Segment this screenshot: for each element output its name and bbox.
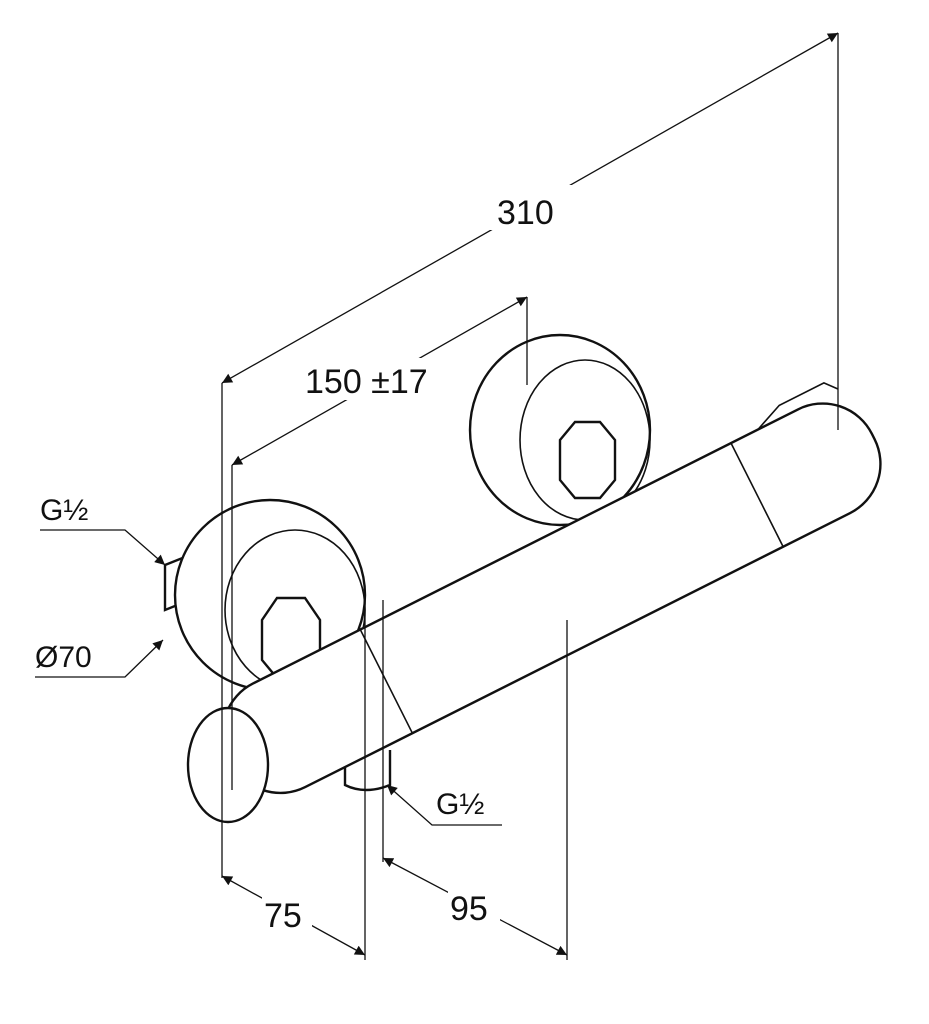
diameter-leader xyxy=(35,639,164,678)
temperature-stop-button xyxy=(757,382,839,431)
right-nut xyxy=(558,420,617,500)
thread-top-leader xyxy=(40,529,166,566)
dimension-310-label: 310 xyxy=(497,194,554,232)
left-handle-cap xyxy=(186,706,270,824)
dimension-150-label: 150 ±17 xyxy=(305,363,428,401)
dimension-75-label: 75 xyxy=(264,897,302,935)
extension-lines xyxy=(221,33,839,960)
dimension-95-label: 95 xyxy=(450,890,488,928)
thread-outlet-label: G½ xyxy=(436,788,484,821)
thread-top-label: G½ xyxy=(40,494,88,527)
thread-outlet-leader xyxy=(386,784,502,826)
diameter-label: Ø70 xyxy=(35,641,92,674)
